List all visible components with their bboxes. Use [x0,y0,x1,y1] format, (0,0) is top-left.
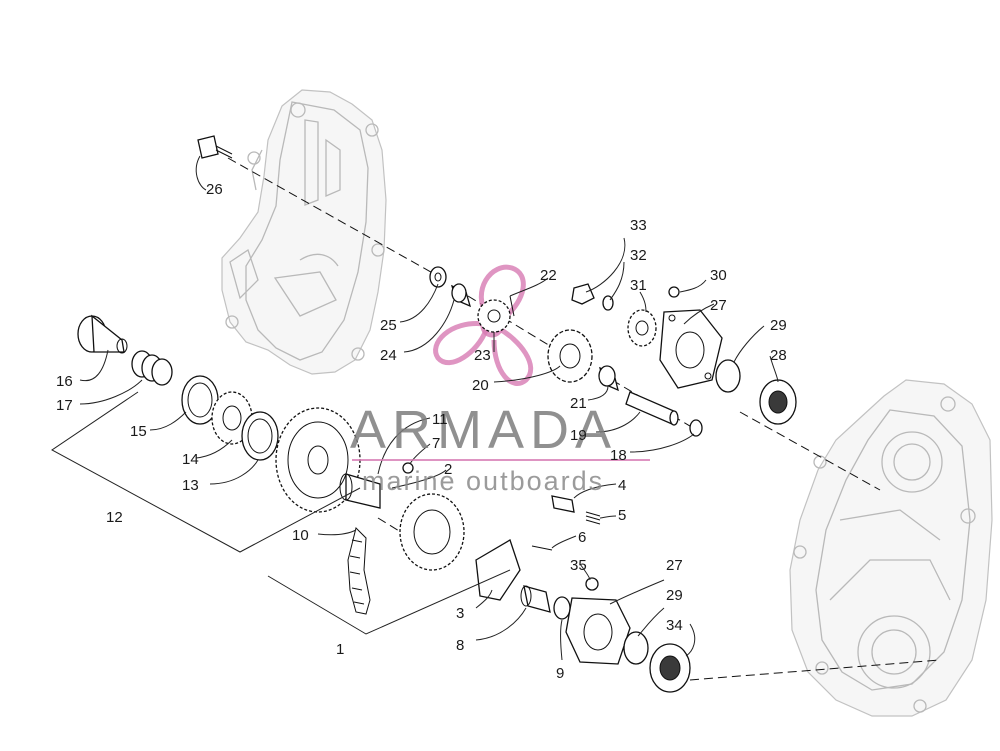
callout-19: 19 [570,427,587,444]
callout-33: 33 [630,217,647,234]
callout-9: 9 [556,665,564,682]
callout-22: 22 [540,267,557,284]
callout-21: 21 [570,395,587,412]
callout-6: 6 [578,529,586,546]
callout-24: 24 [380,347,397,364]
callout-11: 11 [432,411,448,428]
callout-18: 18 [610,447,627,464]
nut-35 [585,577,599,591]
sprocket-23 [477,299,511,333]
callout-4: 4 [618,477,626,494]
callout-30: 30 [710,267,727,284]
nut-7 [402,462,414,474]
callout-8: 8 [456,637,464,654]
watermark-tagline: marine outboards [362,466,604,496]
callout-32: 32 [630,247,647,264]
tensioner-3 [475,539,521,601]
o-ring-29-upper [715,359,741,393]
gear-20 [547,329,593,383]
callout-5: 5 [618,507,626,524]
callout-28: 28 [770,347,787,364]
callout-14: 14 [182,451,199,468]
callout-27-upper: 27 [710,297,727,314]
bolt-4 [551,495,575,513]
ring-13 [241,411,279,461]
washer-18 [689,419,703,437]
callout-numbers: 26 22 25 24 23 20 21 19 18 33 32 31 30 2… [56,181,787,682]
callout-15: 15 [130,423,147,440]
bearing-plate-27-upper [659,309,723,389]
nut-33 [571,283,595,305]
chaincase-housing-right [789,379,993,717]
gear-lower [399,493,465,571]
callout-27-lower: 27 [666,557,683,574]
bearing-plate-27-lower [565,597,631,665]
bolt-26 [197,135,233,159]
callout-2: 2 [444,461,452,478]
callout-25: 25 [380,317,397,334]
callout-3: 3 [456,605,464,622]
callout-34: 34 [666,617,683,634]
callout-1: 1 [336,641,344,658]
bolt-5 [585,511,601,525]
callout-13: 13 [182,477,199,494]
callout-17: 17 [56,397,73,414]
pin-22 [509,295,515,317]
callout-26: 26 [206,181,223,198]
callout-29-upper: 29 [770,317,787,334]
callout-29-lower: 29 [666,587,683,604]
chaincase-housing-left [221,89,387,375]
bushing-21 [598,365,619,392]
callout-12: 12 [106,509,123,526]
watermark-brand: ARMADA [350,400,617,460]
callout-20: 20 [472,377,489,394]
needle-bearing-8 [520,585,551,613]
washer-25 [429,266,447,288]
hub-2 [339,473,381,509]
callout-10: 10 [292,527,309,544]
callout-16: 16 [56,373,73,390]
spring-17 [131,350,173,386]
bearing-34 [649,643,691,693]
leader-lines [51,155,779,661]
callout-7: 7 [432,435,440,452]
bearing-28 [759,379,797,425]
o-ring-29-lower [623,631,649,665]
gear-31 [627,309,657,347]
sprocket-11 [275,407,361,513]
callout-31: 31 [630,277,647,294]
washer-9 [553,596,571,620]
shaft-stub-16 [77,314,128,354]
bushing-24 [450,283,472,308]
ring-15 [181,375,219,425]
chain-10 [347,527,371,615]
shaft-19 [625,391,679,426]
pin-6 [531,545,553,551]
callout-23: 23 [474,347,491,364]
nut-30 [668,286,680,298]
callout-35: 35 [570,557,587,574]
